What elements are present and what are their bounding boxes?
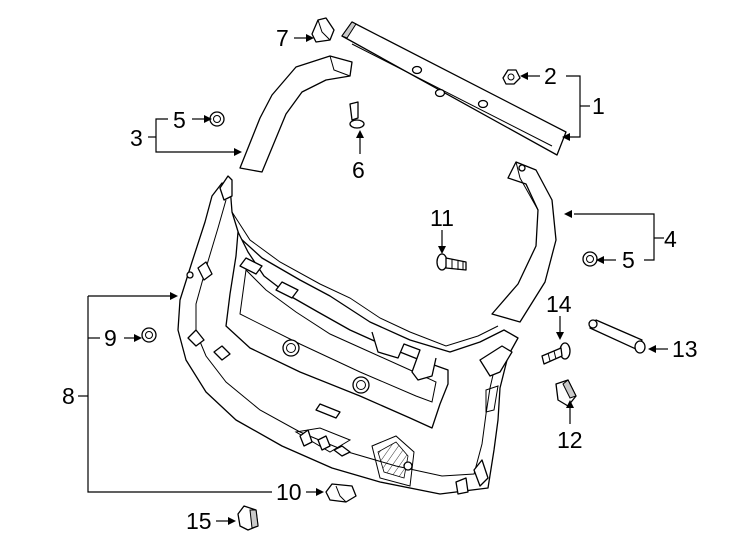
callout-5-upper: 5 bbox=[173, 107, 186, 133]
part-12-clip bbox=[555, 379, 577, 407]
callout-15: 15 bbox=[186, 508, 212, 534]
part-5-grommet-right bbox=[582, 251, 598, 267]
callout-9: 9 bbox=[104, 325, 117, 351]
left-pillar-trim bbox=[239, 55, 353, 173]
callout-4: 4 bbox=[664, 226, 677, 252]
callout-8: 8 bbox=[62, 383, 75, 409]
part-14-bolt bbox=[541, 342, 571, 365]
part-9-grommet bbox=[141, 327, 157, 343]
callout-5-right: 5 bbox=[622, 247, 635, 273]
right-side-trim bbox=[491, 161, 557, 323]
callout-2: 2 bbox=[544, 63, 557, 89]
part-11-bolt bbox=[436, 253, 467, 271]
callout-13: 13 bbox=[672, 336, 698, 362]
liftgate-trim-panel bbox=[177, 175, 519, 495]
part-13-strut bbox=[588, 319, 646, 354]
callout-11: 11 bbox=[430, 205, 454, 231]
part-7-clip bbox=[311, 17, 335, 43]
upper-garnish-strip bbox=[341, 21, 567, 156]
part-10-clip bbox=[325, 483, 357, 503]
callout-12: 12 bbox=[557, 427, 583, 453]
callout-6: 6 bbox=[352, 157, 365, 183]
callout-7: 7 bbox=[276, 25, 289, 51]
part-6-screw bbox=[349, 101, 365, 129]
callout-3: 3 bbox=[130, 125, 143, 151]
callout-1: 1 bbox=[592, 93, 605, 119]
part-5-grommet-upper bbox=[209, 111, 225, 127]
callout-14: 14 bbox=[546, 291, 572, 317]
callout-10: 10 bbox=[276, 479, 302, 505]
part-15-clip bbox=[237, 505, 259, 531]
part-2-retainer bbox=[502, 69, 521, 85]
leader-lines bbox=[78, 34, 668, 525]
